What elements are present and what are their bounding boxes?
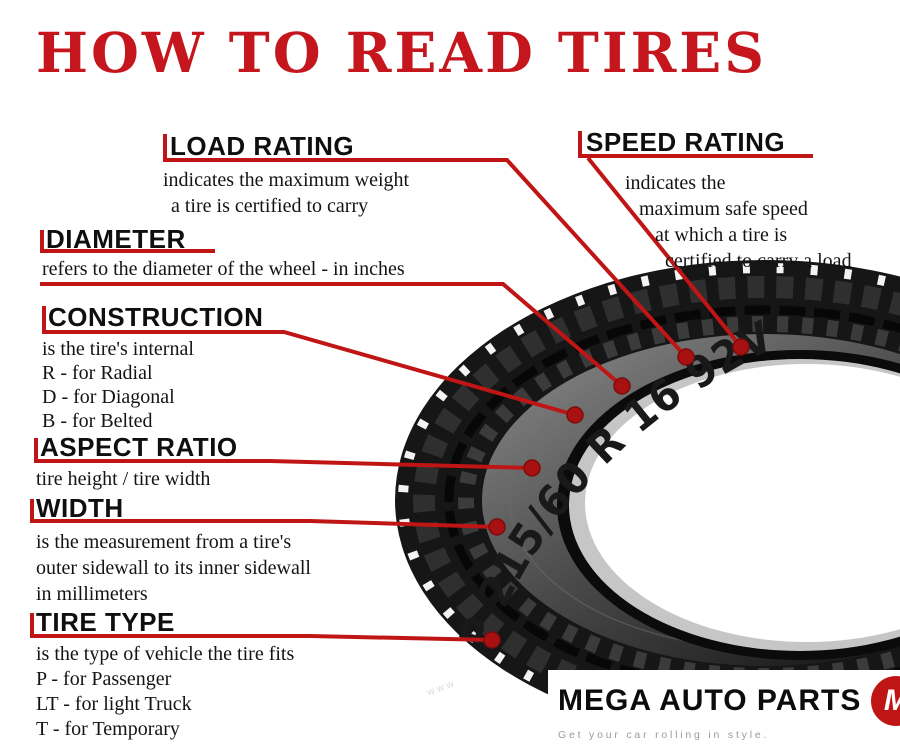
section-desc-construction: is the tire's internal R - for Radial D … bbox=[42, 337, 194, 433]
section-heading-diameter: DIAMETER bbox=[46, 224, 186, 254]
desc-line: certified to carry a load bbox=[665, 250, 852, 272]
desc-line: indicates the maximum weight bbox=[163, 169, 410, 191]
section-heading-width: WIDTH bbox=[36, 493, 124, 523]
section-desc-diameter: refers to the diameter of the wheel - in… bbox=[42, 256, 405, 282]
section-heading-speed-rating: SPEED RATING bbox=[586, 127, 786, 157]
desc-line: maximum safe speed bbox=[639, 198, 808, 220]
section-desc-tire-type: is the type of vehicle the tire fits P -… bbox=[36, 642, 294, 742]
desc-line: is the measurement from a tire's bbox=[36, 531, 292, 553]
section-heading-aspect-ratio: ASPECT RATIO bbox=[40, 432, 238, 462]
desc-line: T - for Temporary bbox=[36, 718, 180, 740]
desc-line: indicates the bbox=[625, 172, 726, 194]
brand-name: Mega Auto Parts bbox=[558, 684, 862, 717]
section-desc-aspect-ratio: tire height / tire width bbox=[36, 466, 210, 492]
section-heading-tire-type: TIRE TYPE bbox=[36, 607, 175, 637]
desc-line: R - for Radial bbox=[42, 362, 153, 384]
desc-line: D - for Diagonal bbox=[42, 386, 175, 408]
section-heading-construction: CONSTRUCTION bbox=[48, 302, 264, 332]
desc-line: is the tire's internal bbox=[42, 338, 194, 360]
desc-line: in millimeters bbox=[36, 583, 148, 605]
desc-line: a tire is certified to carry bbox=[171, 195, 369, 217]
desc-line: LT - for light Truck bbox=[36, 693, 192, 715]
desc-line: tire height / tire width bbox=[36, 468, 211, 490]
brand-logo-row: Mega Auto Parts M bbox=[558, 676, 900, 726]
section-heading-load-rating: LOAD RATING bbox=[170, 131, 355, 161]
wheel-opening bbox=[585, 364, 900, 642]
desc-line: is the type of vehicle the tire fits bbox=[36, 643, 295, 665]
brand-tagline: Get your car rolling in style. bbox=[558, 729, 770, 741]
desc-line: B - for Belted bbox=[42, 410, 153, 432]
brand-monogram-icon: M bbox=[871, 676, 900, 726]
brand-logo: Mega Auto Parts M Get your car rolling i… bbox=[548, 670, 900, 750]
brand-monogram-letter: M bbox=[884, 686, 900, 716]
desc-line: at which a tire is bbox=[655, 224, 788, 246]
desc-line: outer sidewall to its inner sidewall bbox=[36, 557, 311, 579]
tire-graphic: P 215/60 R 16 92V www bbox=[395, 260, 900, 740]
desc-line: P - for Passenger bbox=[36, 668, 172, 690]
sidewall-small-text: www bbox=[425, 678, 457, 699]
section-desc-width: is the measurement from a tire's outer s… bbox=[36, 529, 311, 607]
desc-line: refers to the diameter of the wheel - in… bbox=[42, 258, 405, 280]
section-desc-speed-rating: indicates the maximum safe speed at whic… bbox=[625, 170, 852, 274]
page-title: HOW TO READ TIRES bbox=[36, 20, 767, 85]
section-desc-load-rating: indicates the maximum weight a tire is c… bbox=[163, 167, 409, 219]
